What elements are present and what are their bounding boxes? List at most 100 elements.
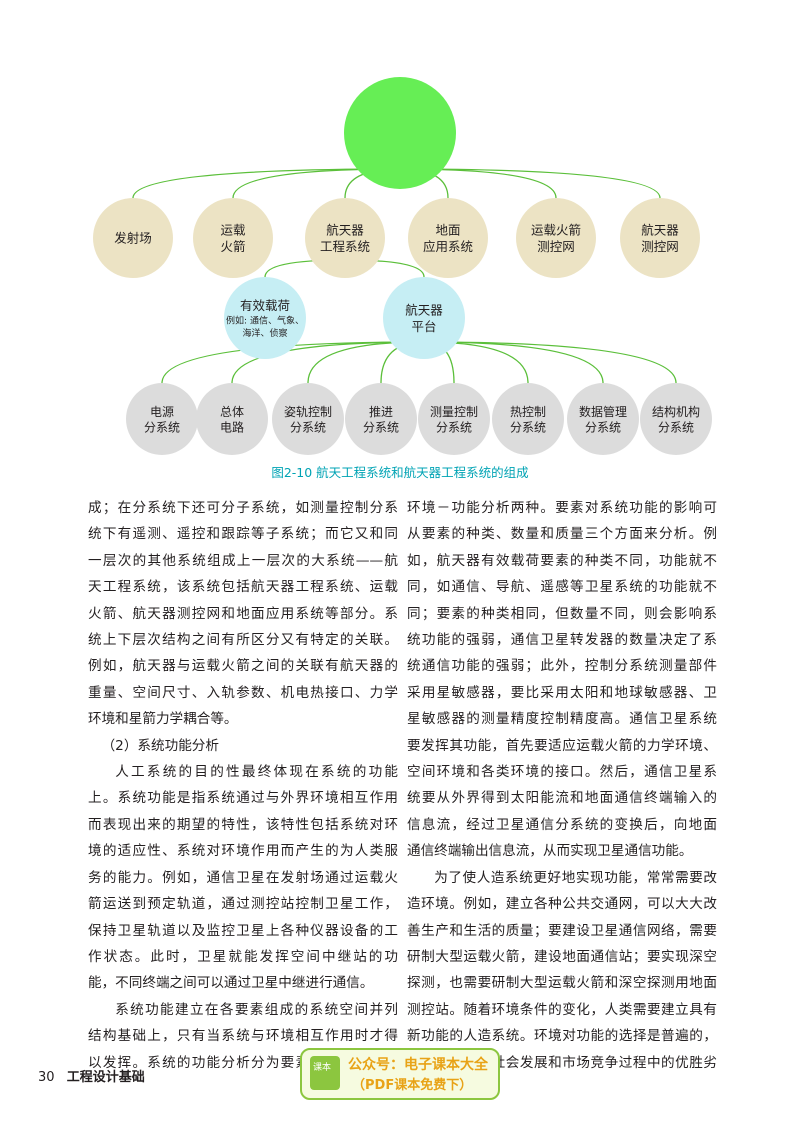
level2-node-circle xyxy=(383,277,465,359)
node-label: 航天器 xyxy=(641,223,679,238)
level3-node-circle xyxy=(272,383,344,455)
node-label: 运载火箭 xyxy=(531,223,581,238)
text-line: 天工程系统，该系统包括航天器工程系统、运载 xyxy=(88,579,398,596)
level3-node-circle xyxy=(567,383,639,455)
node-label: 分系统 xyxy=(658,420,694,434)
node-label: 航天器 xyxy=(326,223,364,238)
level1-node: 运载火箭 xyxy=(193,198,273,278)
node-label: 分系统 xyxy=(585,420,621,434)
text-line: 统下有遥测、遥控和跟踪等子系统；而它又和同 xyxy=(88,526,398,543)
watermark-line-1: 公众号：电子课本大全 xyxy=(348,1057,488,1073)
right-text-column: 环境－功能分析两种。要素对系统功能的影响可 从要素的种类、数量和质量三个方面来分… xyxy=(407,495,717,1076)
node-label: 测量控制 xyxy=(430,405,478,419)
level3-node-circle xyxy=(418,383,490,455)
section-heading: （2）系统功能分析 xyxy=(101,737,219,754)
text-line: 统功能的强弱，通信卫星转发器的数量决定了系 xyxy=(407,632,717,649)
level1-node-circle xyxy=(305,198,385,278)
node-label: 航天器 xyxy=(405,303,443,318)
text-line: 探测，也需要研制大型运载火箭和深空探测用地面 xyxy=(407,975,717,992)
node-label: 测控网 xyxy=(641,239,679,254)
text-line: 人工系统的目的性最终体现在系统的功能 xyxy=(115,764,398,781)
level1-node-circle xyxy=(620,198,700,278)
text-line: 火箭、航天器测控网和地面应用系统等部分。系 xyxy=(88,605,398,622)
level3-node-circle xyxy=(196,383,268,455)
page-number: 30 xyxy=(38,1070,55,1085)
node-label: 有效载荷 xyxy=(240,298,290,313)
text-line: 同；要素的种类相同，但数量不同，则会影响系 xyxy=(407,605,717,622)
node-label: 结构机构 xyxy=(652,404,700,419)
node-label: 分系统 xyxy=(290,420,326,434)
text-line: 通信终端输出信息流，从而实现卫星通信功能。 xyxy=(407,843,693,860)
text-line: 而表现出来的期望的特性，该特性包括系统对环 xyxy=(88,816,398,833)
book-logo-icon: 课本 xyxy=(310,1056,340,1090)
level1-node: 地面应用系统 xyxy=(408,198,488,278)
node-label: 分系统 xyxy=(436,420,472,434)
book-title: 工程设计基础 xyxy=(66,1070,145,1085)
node-label: 火箭 xyxy=(220,239,245,254)
node-label: 热控制 xyxy=(510,405,546,419)
watermark-badge: 课本 公众号：电子课本大全 （PDF课本免费下） xyxy=(300,1048,500,1100)
text-line: 测控站。随着环境条件的变化，人类需要建立具有 xyxy=(407,1001,717,1018)
connector-line xyxy=(423,341,677,384)
level1-node-circle xyxy=(408,198,488,278)
text-line: 采用星敏感器，要比采用太阳和地球敏感器、卫 xyxy=(407,684,717,701)
node-label: 推进 xyxy=(369,405,393,419)
node-label: 平台 xyxy=(411,319,436,334)
text-line: 从要素的种类、数量和质量三个方面来分析。例 xyxy=(407,526,717,543)
node-label: 分系统 xyxy=(510,420,546,434)
node-label: 地面 xyxy=(435,223,460,238)
text-line: 为了使人造系统更好地实现功能，常常需要改 xyxy=(434,869,717,886)
node-label: 运载 xyxy=(220,223,246,238)
figure-caption: 图2-10 航天工程系统和航天器工程系统的组成 xyxy=(271,465,529,480)
text-line: 保持卫星轨道以及监控卫星上各种仪器设备的工 xyxy=(88,922,398,939)
connector-line xyxy=(399,168,661,199)
level3-node-circle xyxy=(126,383,198,455)
node-label: 姿轨控制 xyxy=(284,405,332,419)
text-line: 务的能力。例如，通信卫星在发射场通过运载火 xyxy=(88,869,398,886)
top-node xyxy=(344,77,456,189)
node-label: 电源 xyxy=(150,405,174,419)
node-sublabel: 例如: 通信、气象、 xyxy=(226,315,304,327)
text-line: 星敏感器的测量精度控制精度高。通信卫星系统 xyxy=(407,711,717,728)
level3-node-circle xyxy=(640,383,712,455)
level1-node-circle xyxy=(516,198,596,278)
node-sublabel: 海洋、侦察 xyxy=(242,327,287,339)
text-line: 一层次的其他系统组成上一层次的大系统——航 xyxy=(88,552,398,569)
page-footer: 30 工程设计基础 xyxy=(38,1066,145,1085)
level1-node-circle xyxy=(93,198,173,278)
text-line: 成；在分系统下还可分子系统，如测量控制分系 xyxy=(88,500,398,516)
left-text-column: 成；在分系统下还可分子系统，如测量控制分系 统下有遥测、遥控和跟踪等子系统；而它… xyxy=(88,495,398,1076)
top-node-circle xyxy=(344,77,456,189)
text-line: 要发挥其功能，首先要适应运载火箭的力学环境、 xyxy=(407,737,717,754)
text-line: 环境和星箭力学耦合等。 xyxy=(88,711,238,728)
node-label: 数据管理 xyxy=(579,404,627,419)
node-label: 分系统 xyxy=(363,420,399,434)
text-line: 环境－功能分析两种。要素对系统功能的影响可 xyxy=(407,500,717,516)
text-line: 善生产和生活的质量；要建设卫星通信网络，需要 xyxy=(407,922,717,939)
text-line: 同，如通信、导航、遥感等卫星系统的功能就不 xyxy=(407,579,717,596)
node-label: 分系统 xyxy=(144,420,180,434)
text-line: 统要从外界得到太阳能流和地面通信终端输入的 xyxy=(407,790,717,807)
node-label: 电路 xyxy=(220,419,244,434)
text-line: 作状态。此时，卫星就能发挥空间中继站的功 xyxy=(88,948,398,965)
level1-node: 发射场 xyxy=(93,198,173,278)
node-label: 总体 xyxy=(220,405,244,419)
text-line: 例如，航天器与运载火箭之间的关联有航天器的 xyxy=(88,658,398,675)
level1-node-circle xyxy=(193,198,273,278)
text-line: 重量、空间尺寸、入轨参数、机电热接口、力学 xyxy=(88,684,398,701)
node-label: 发射场 xyxy=(114,230,152,245)
text-line: 境的适应性、系统对环境作用而产生的为人类服 xyxy=(88,843,398,860)
text-line: 上。系统功能是指系统通过与外界环境相互作用 xyxy=(88,790,398,807)
text-line: 统通信功能的强弱；此外，控制分系统测量部件 xyxy=(407,658,717,675)
text-line: 造环境。例如，建立各种公共交通网，可以大大改 xyxy=(407,896,717,913)
text-line: 研制大型运载火箭，建设地面通信站；要实现深空 xyxy=(407,948,717,965)
